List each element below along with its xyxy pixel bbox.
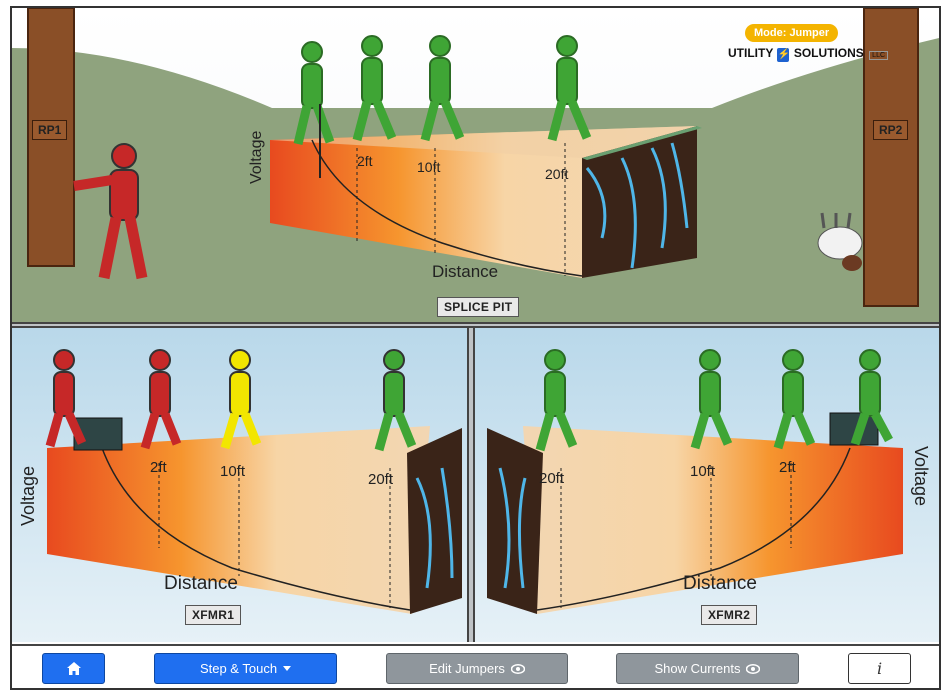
marker-10ft: 10ft xyxy=(417,159,441,175)
voltage-axis-label-left: Voltage xyxy=(18,465,38,526)
pole-label-rp1: RP1 xyxy=(32,120,68,140)
marker-right-10ft: 10ft xyxy=(690,463,716,480)
info-icon: i xyxy=(876,659,883,678)
xfmr1-scene xyxy=(12,328,467,642)
show-currents-button[interactable]: Show Currents xyxy=(616,653,799,684)
location-label-xfmr2: XFMR2 xyxy=(701,605,758,625)
goat-figure xyxy=(817,212,863,271)
brand-logo: UTILITY ⚡ SOLUTIONS LLC xyxy=(728,46,889,62)
walkers-left xyxy=(45,349,417,452)
location-label-splice-pit: SPLICE PIT xyxy=(437,297,520,317)
brand-mark: LLC xyxy=(869,51,889,60)
voltage-axis-label: Voltage xyxy=(248,130,265,184)
step-touch-label: Step & Touch xyxy=(199,661,278,676)
marker-right-2ft: 2ft xyxy=(779,459,796,476)
red-person-figure xyxy=(73,143,148,280)
soil-face xyxy=(582,126,697,278)
bolt-icon: ⚡ xyxy=(777,48,790,62)
pole-right xyxy=(863,8,919,307)
brand-name-a: UTILITY xyxy=(728,46,774,60)
location-label-xfmr1: XFMR1 xyxy=(185,605,242,625)
marker-left-20ft: 20ft xyxy=(368,471,394,488)
horizontal-divider xyxy=(12,322,939,328)
xfmr1-panel: Voltage Distance 2ft 10ft 20ft XFMR1 xyxy=(12,328,467,642)
eye-icon xyxy=(746,663,761,674)
vertical-divider xyxy=(467,328,475,642)
soil-face-left xyxy=(407,428,462,614)
step-touch-dropdown[interactable]: Step & Touch xyxy=(154,653,337,684)
splice-pit-scene xyxy=(12,8,939,322)
show-currents-label: Show Currents xyxy=(654,661,741,676)
xfmr2-panel: Voltage Distance 20ft 10ft 2ft XFMR2 xyxy=(475,328,939,642)
caret-down-icon xyxy=(283,666,292,671)
mode-badge: Mode: Jumper xyxy=(745,24,839,42)
soil-face-right xyxy=(487,428,543,614)
marker-left-10ft: 10ft xyxy=(220,463,246,480)
green-walkers xyxy=(293,35,592,146)
distance-axis-label: Distance xyxy=(432,262,499,281)
info-button[interactable]: i xyxy=(848,653,911,684)
edit-jumpers-button[interactable]: Edit Jumpers xyxy=(386,653,568,684)
marker-left-2ft: 2ft xyxy=(150,459,167,476)
brand-name-b: SOLUTIONS xyxy=(793,46,864,60)
marker-right-20ft: 20ft xyxy=(539,470,565,487)
edit-jumpers-label: Edit Jumpers xyxy=(429,661,505,676)
xfmr2-scene xyxy=(475,328,939,642)
home-icon xyxy=(66,662,81,675)
walkers-right xyxy=(535,349,893,452)
bottom-toolbar: Step & Touch Edit Jumpers Show Currents … xyxy=(12,644,939,688)
distance-axis-label-right: Distance xyxy=(683,573,757,594)
voltage-axis-label-right: Voltage xyxy=(911,446,931,507)
eye-icon xyxy=(510,663,525,674)
pole-label-rp2: RP2 xyxy=(873,120,909,140)
marker-20ft: 20ft xyxy=(545,166,569,182)
splice-pit-panel: RP1 RP2 Voltage Distance 2ft 10ft 20ft S… xyxy=(12,8,939,322)
voltage-block-right xyxy=(523,426,903,614)
home-button[interactable] xyxy=(42,653,105,684)
distance-axis-label-left: Distance xyxy=(164,573,238,594)
marker-2ft: 2ft xyxy=(357,153,373,169)
